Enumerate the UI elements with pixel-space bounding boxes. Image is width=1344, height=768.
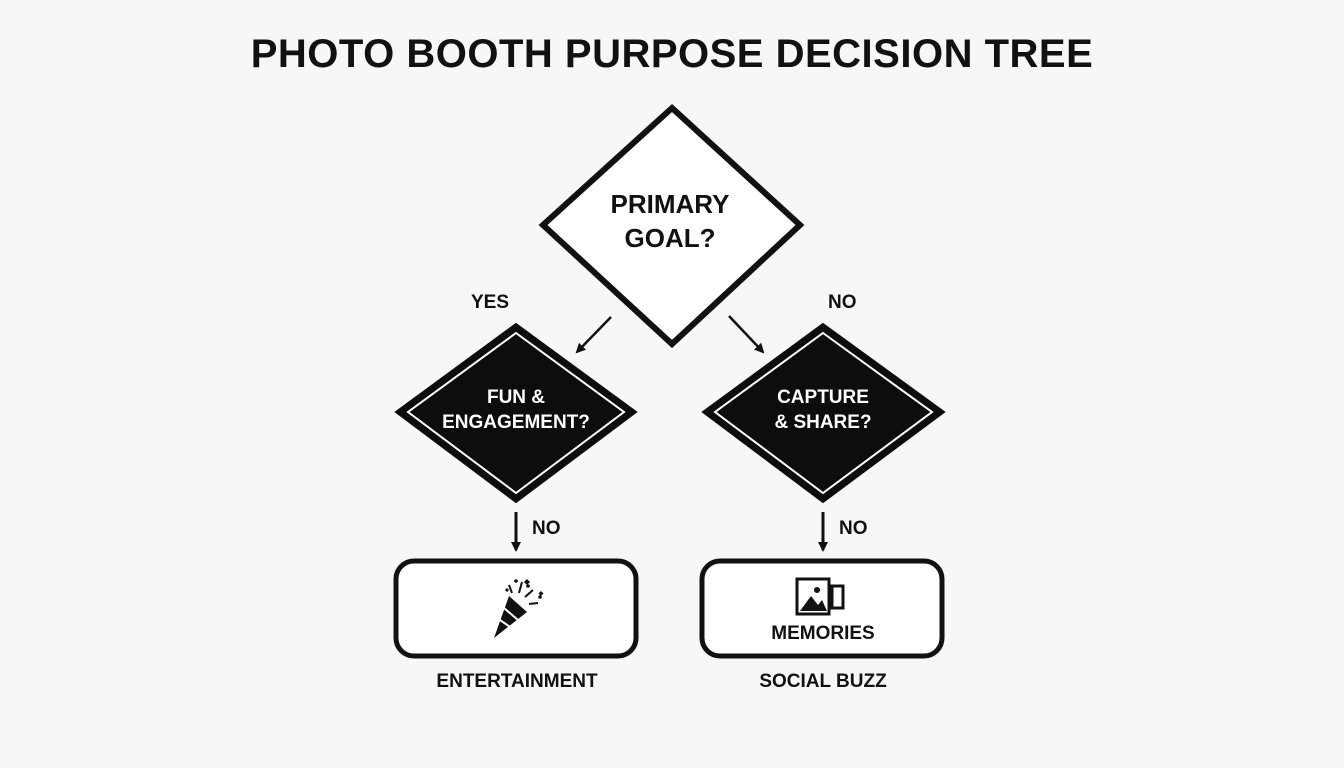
party-popper-icon: [494, 579, 544, 638]
memories-label: MEMORIES: [771, 623, 875, 644]
root-decision-diamond: [538, 103, 805, 349]
root-question-line2: GOAL?: [624, 223, 716, 253]
capture-share-diamond: [701, 322, 946, 504]
edge-arrow-yes: [575, 316, 612, 354]
capture-share-line2: & SHARE?: [774, 412, 872, 433]
fun-engagement-line1: FUN &: [486, 387, 546, 408]
edge-label-right-down: NO: [839, 518, 868, 539]
capture-share-line1: CAPTURE: [777, 387, 869, 408]
capture-share-question: CAPTURE & SHARE?: [774, 385, 871, 435]
root-question: PRIMARY GOAL?: [611, 187, 730, 255]
root-question-line1: PRIMARY: [610, 189, 730, 219]
edge-label-left-down: NO: [532, 518, 561, 539]
photo-icon: [795, 577, 845, 616]
edge-arrow-no: [728, 315, 765, 354]
fun-engagement-diamond: [394, 322, 638, 504]
social-buzz-caption: SOCIAL BUZZ: [759, 671, 887, 692]
entertainment-caption: ENTERTAINMENT: [436, 671, 598, 692]
edge-label-no: NO: [828, 292, 857, 313]
page-title: PHOTO BOOTH PURPOSE DECISION TREE: [250, 32, 1094, 76]
edge-label-yes: YES: [471, 292, 510, 313]
fun-engagement-line2: ENGAGEMENT?: [442, 412, 590, 433]
fun-engagement-question: FUN & ENGAGEMENT?: [442, 385, 590, 435]
